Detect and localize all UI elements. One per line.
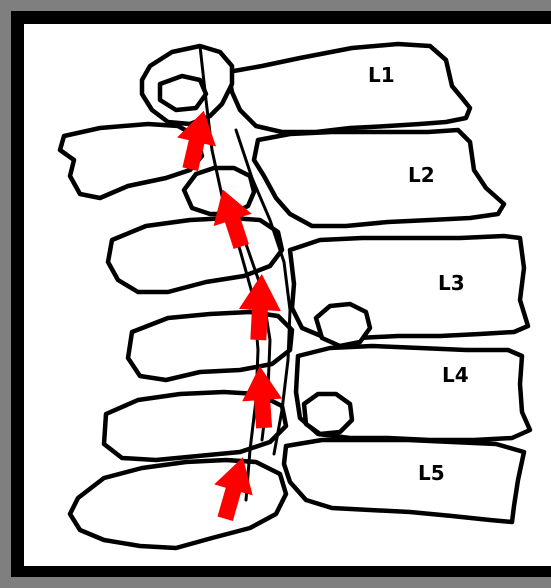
label-l3: L3 [438,271,465,295]
facet-l4 [304,394,352,434]
vertebral-body-l5 [284,440,524,522]
label-l2: L2 [408,163,435,187]
vertebral-body-l2 [254,130,504,226]
transverse-process-l5 [70,460,286,548]
label-l4: L4 [442,363,469,387]
label-l5: L5 [418,461,445,485]
vertebral-body-l1 [228,44,470,132]
label-l1: L1 [368,63,395,87]
facet-l1 [142,46,232,124]
facet-l3 [316,304,370,346]
transverse-process-l2 [108,218,282,292]
